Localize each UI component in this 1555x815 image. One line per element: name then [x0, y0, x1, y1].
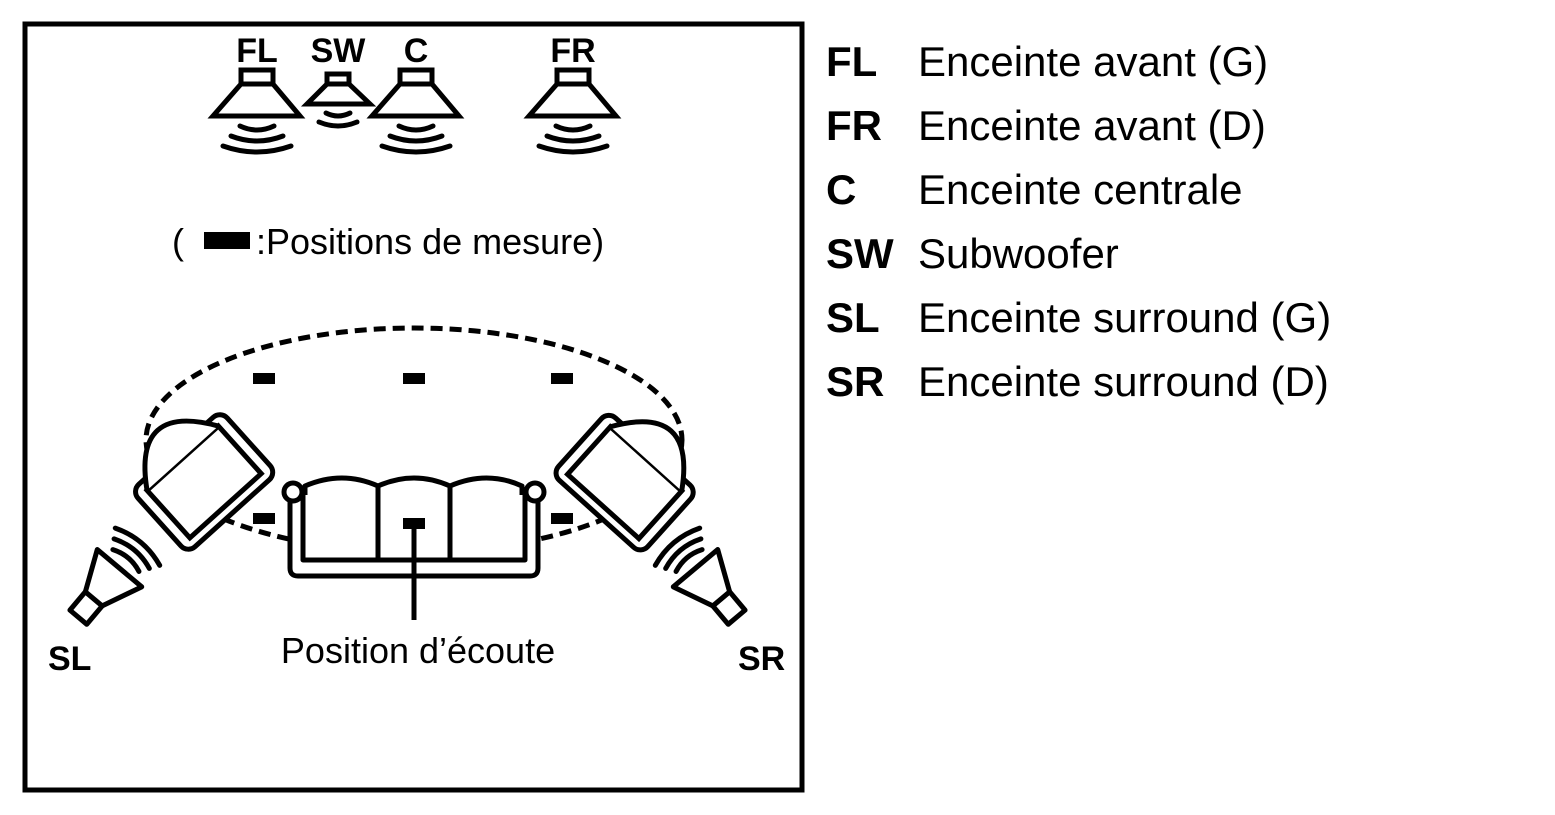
room-diagram: FL SW C FR ( :Positions de mesure): [22, 21, 805, 793]
center-speaker-icon: [366, 67, 465, 155]
legend-desc: Enceinte surround (D): [918, 358, 1329, 405]
legend-desc: Enceinte centrale: [918, 166, 1243, 213]
speaker-label-fr: FR: [550, 32, 595, 70]
subwoofer-speaker-icon: [300, 71, 377, 129]
front-right-speaker-icon: [523, 67, 622, 155]
speaker-label-sr: SR: [738, 640, 785, 678]
legend-desc: Enceinte avant (G): [918, 38, 1269, 85]
room-frame: [22, 21, 805, 793]
speaker-label-fl: FL: [236, 32, 278, 70]
legend-abbr: FR: [826, 102, 882, 149]
measure-mark: [551, 373, 573, 384]
legend-abbr: C: [826, 166, 857, 213]
legend-row-fl: FL Enceinte avant (G): [826, 30, 1331, 94]
measure-mark: [253, 373, 275, 384]
listening-position-label: Position d’écoute: [281, 630, 555, 671]
legend-row-c: C Enceinte centrale: [826, 158, 1331, 222]
surround-right-speaker-icon: [652, 525, 748, 627]
speaker-label-c: C: [404, 32, 429, 70]
legend-row-sw: SW Subwoofer: [826, 222, 1331, 286]
measure-note-text: :Positions de mesure): [256, 221, 604, 262]
measure-position-swatch: [204, 232, 250, 249]
left-armchair: [133, 412, 276, 552]
legend-row-sl: SL Enceinte surround (G): [826, 286, 1331, 350]
legend-abbr: FL: [826, 38, 878, 85]
measurement-position-marks: [253, 373, 573, 529]
front-left-speaker-icon: [207, 67, 306, 155]
legend-desc: Subwoofer: [918, 230, 1119, 277]
legend-abbr: SR: [826, 358, 885, 405]
measure-mark: [403, 518, 425, 529]
measure-note-open-paren: (: [172, 221, 184, 262]
legend-desc: Enceinte avant (D): [918, 102, 1266, 149]
speaker-legend: FL Enceinte avant (G) FR Enceinte avant (D…: [826, 30, 1331, 414]
legend-abbr: SL: [826, 294, 880, 341]
measure-mark: [253, 513, 275, 524]
legend-row-fr: FR Enceinte avant (D): [826, 94, 1331, 158]
right-armchair: [553, 412, 696, 553]
measure-mark: [551, 513, 573, 524]
speaker-label-sw: SW: [311, 32, 367, 70]
surround-left-speaker-icon: [67, 525, 163, 627]
legend-row-sr: SR Enceinte surround (D): [826, 350, 1331, 414]
legend-desc: Enceinte surround (G): [918, 294, 1332, 341]
measure-mark: [403, 373, 425, 384]
speaker-label-sl: SL: [48, 640, 91, 678]
legend-abbr: SW: [826, 230, 894, 277]
